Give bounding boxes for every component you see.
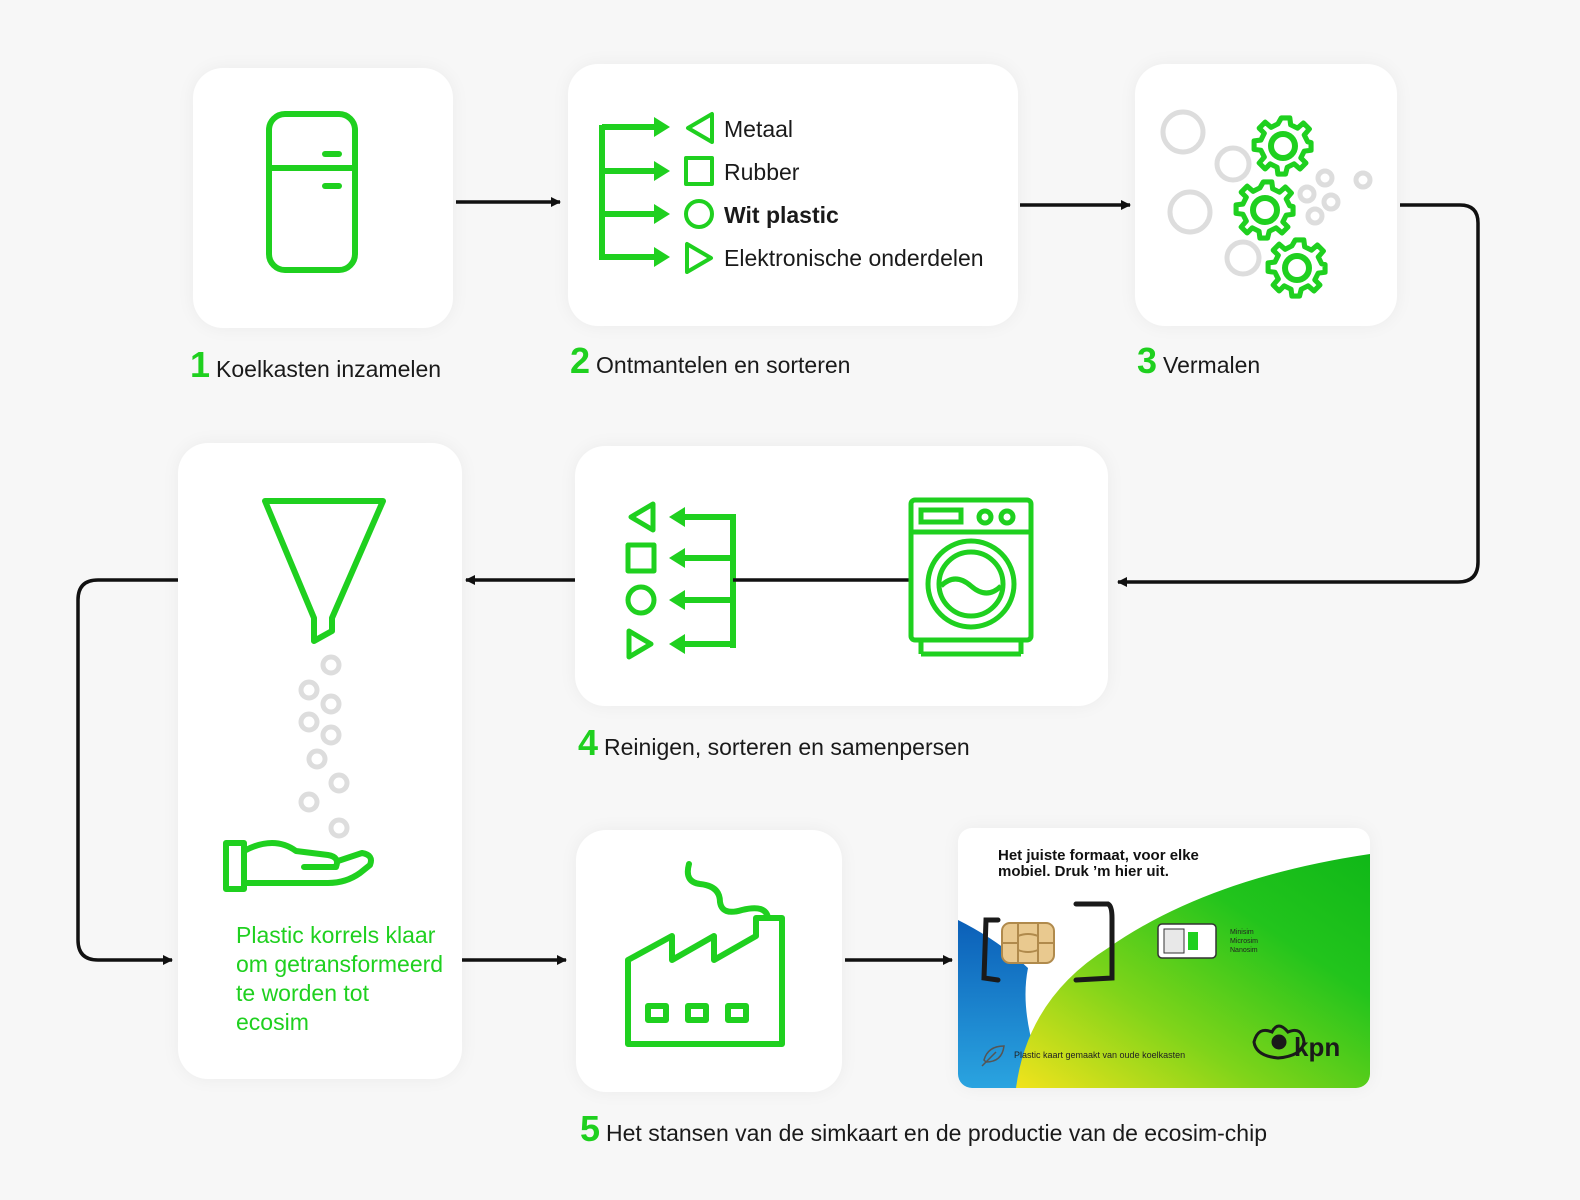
sim-size-micro: Microsim	[1230, 938, 1258, 945]
sort-item-metaal: Metaal	[724, 116, 794, 142]
sim-caption: Plastic kaart gemaakt van oude koelkaste…	[1014, 1050, 1186, 1060]
sim-card: Het juiste formaat, voor elke mobiel. Dr…	[958, 828, 1370, 1088]
triangle-right-icon	[626, 628, 654, 660]
kpn-logo-text: kpn	[1294, 1032, 1341, 1062]
arrow-3-4	[1117, 203, 1480, 587]
square-icon	[625, 542, 657, 574]
funnel-hand-icons	[223, 498, 386, 892]
sort-item-rubber: Rubber	[724, 159, 800, 185]
triangle-left-icon	[628, 501, 656, 533]
card-sorting: Metaal Rubber Wit plastic Elektronische …	[568, 64, 1018, 326]
chip-icon	[1001, 922, 1055, 964]
sim-sizes-icon	[1157, 923, 1217, 959]
card-grinding	[1135, 64, 1397, 326]
square-icon	[684, 156, 714, 186]
leaf-icon	[981, 1045, 1005, 1067]
step-3-label: 3 Vermalen	[1137, 340, 1261, 381]
sim-size-mini: Minisim	[1230, 929, 1254, 936]
gear-icon	[1233, 179, 1296, 241]
factory-icon	[625, 861, 785, 1047]
sim-size-nano: Nanosim	[1230, 947, 1258, 954]
funnel-icon	[262, 498, 386, 644]
card-collect	[193, 68, 453, 328]
sim-size-list: Minisim Microsim Nanosim	[1230, 928, 1258, 955]
step-4-label: 4 Reinigen, sorteren en samenpersen	[578, 722, 970, 763]
sorting-arrows-icon	[599, 112, 714, 274]
gear-icon	[1251, 115, 1314, 177]
circle-icon	[625, 584, 657, 616]
sim-title: Het juiste formaat, voor elke mobiel. Dr…	[998, 847, 1199, 880]
washing-machine-icon	[908, 497, 1034, 657]
sort-item-wit-plastic: Wit plastic	[724, 202, 839, 228]
hand-icon	[223, 840, 374, 892]
step-2-label: 2 Ontmantelen en sorteren	[570, 340, 851, 381]
crown-icon	[1252, 1024, 1306, 1060]
sort-item-elektronica: Elektronische onderdelen	[724, 245, 984, 271]
fridge-icon	[266, 111, 358, 273]
gear-icon	[1265, 237, 1328, 299]
step-5-label: 5 Het stansen van de simkaart en de prod…	[580, 1108, 1268, 1149]
sim-cutout-frame	[981, 901, 1115, 983]
cleaning-icons	[625, 497, 1034, 660]
card-korrels: Plastic korrels klaar om getransformeerd…	[178, 443, 462, 1079]
gears-bubbles-icon	[1160, 109, 1373, 299]
triangle-right-icon	[685, 242, 713, 274]
card-factory	[576, 830, 842, 1092]
arrow-loop-left	[76, 578, 178, 965]
triangle-left-icon	[686, 112, 714, 144]
circle-icon	[684, 199, 714, 229]
korrels-text: Plastic korrels klaar om getransformeerd…	[236, 922, 444, 1035]
card-cleaning	[575, 446, 1108, 706]
sim-card-graphic	[958, 854, 1370, 1088]
step-1-label: 1 Koelkasten inzamelen	[190, 344, 442, 385]
